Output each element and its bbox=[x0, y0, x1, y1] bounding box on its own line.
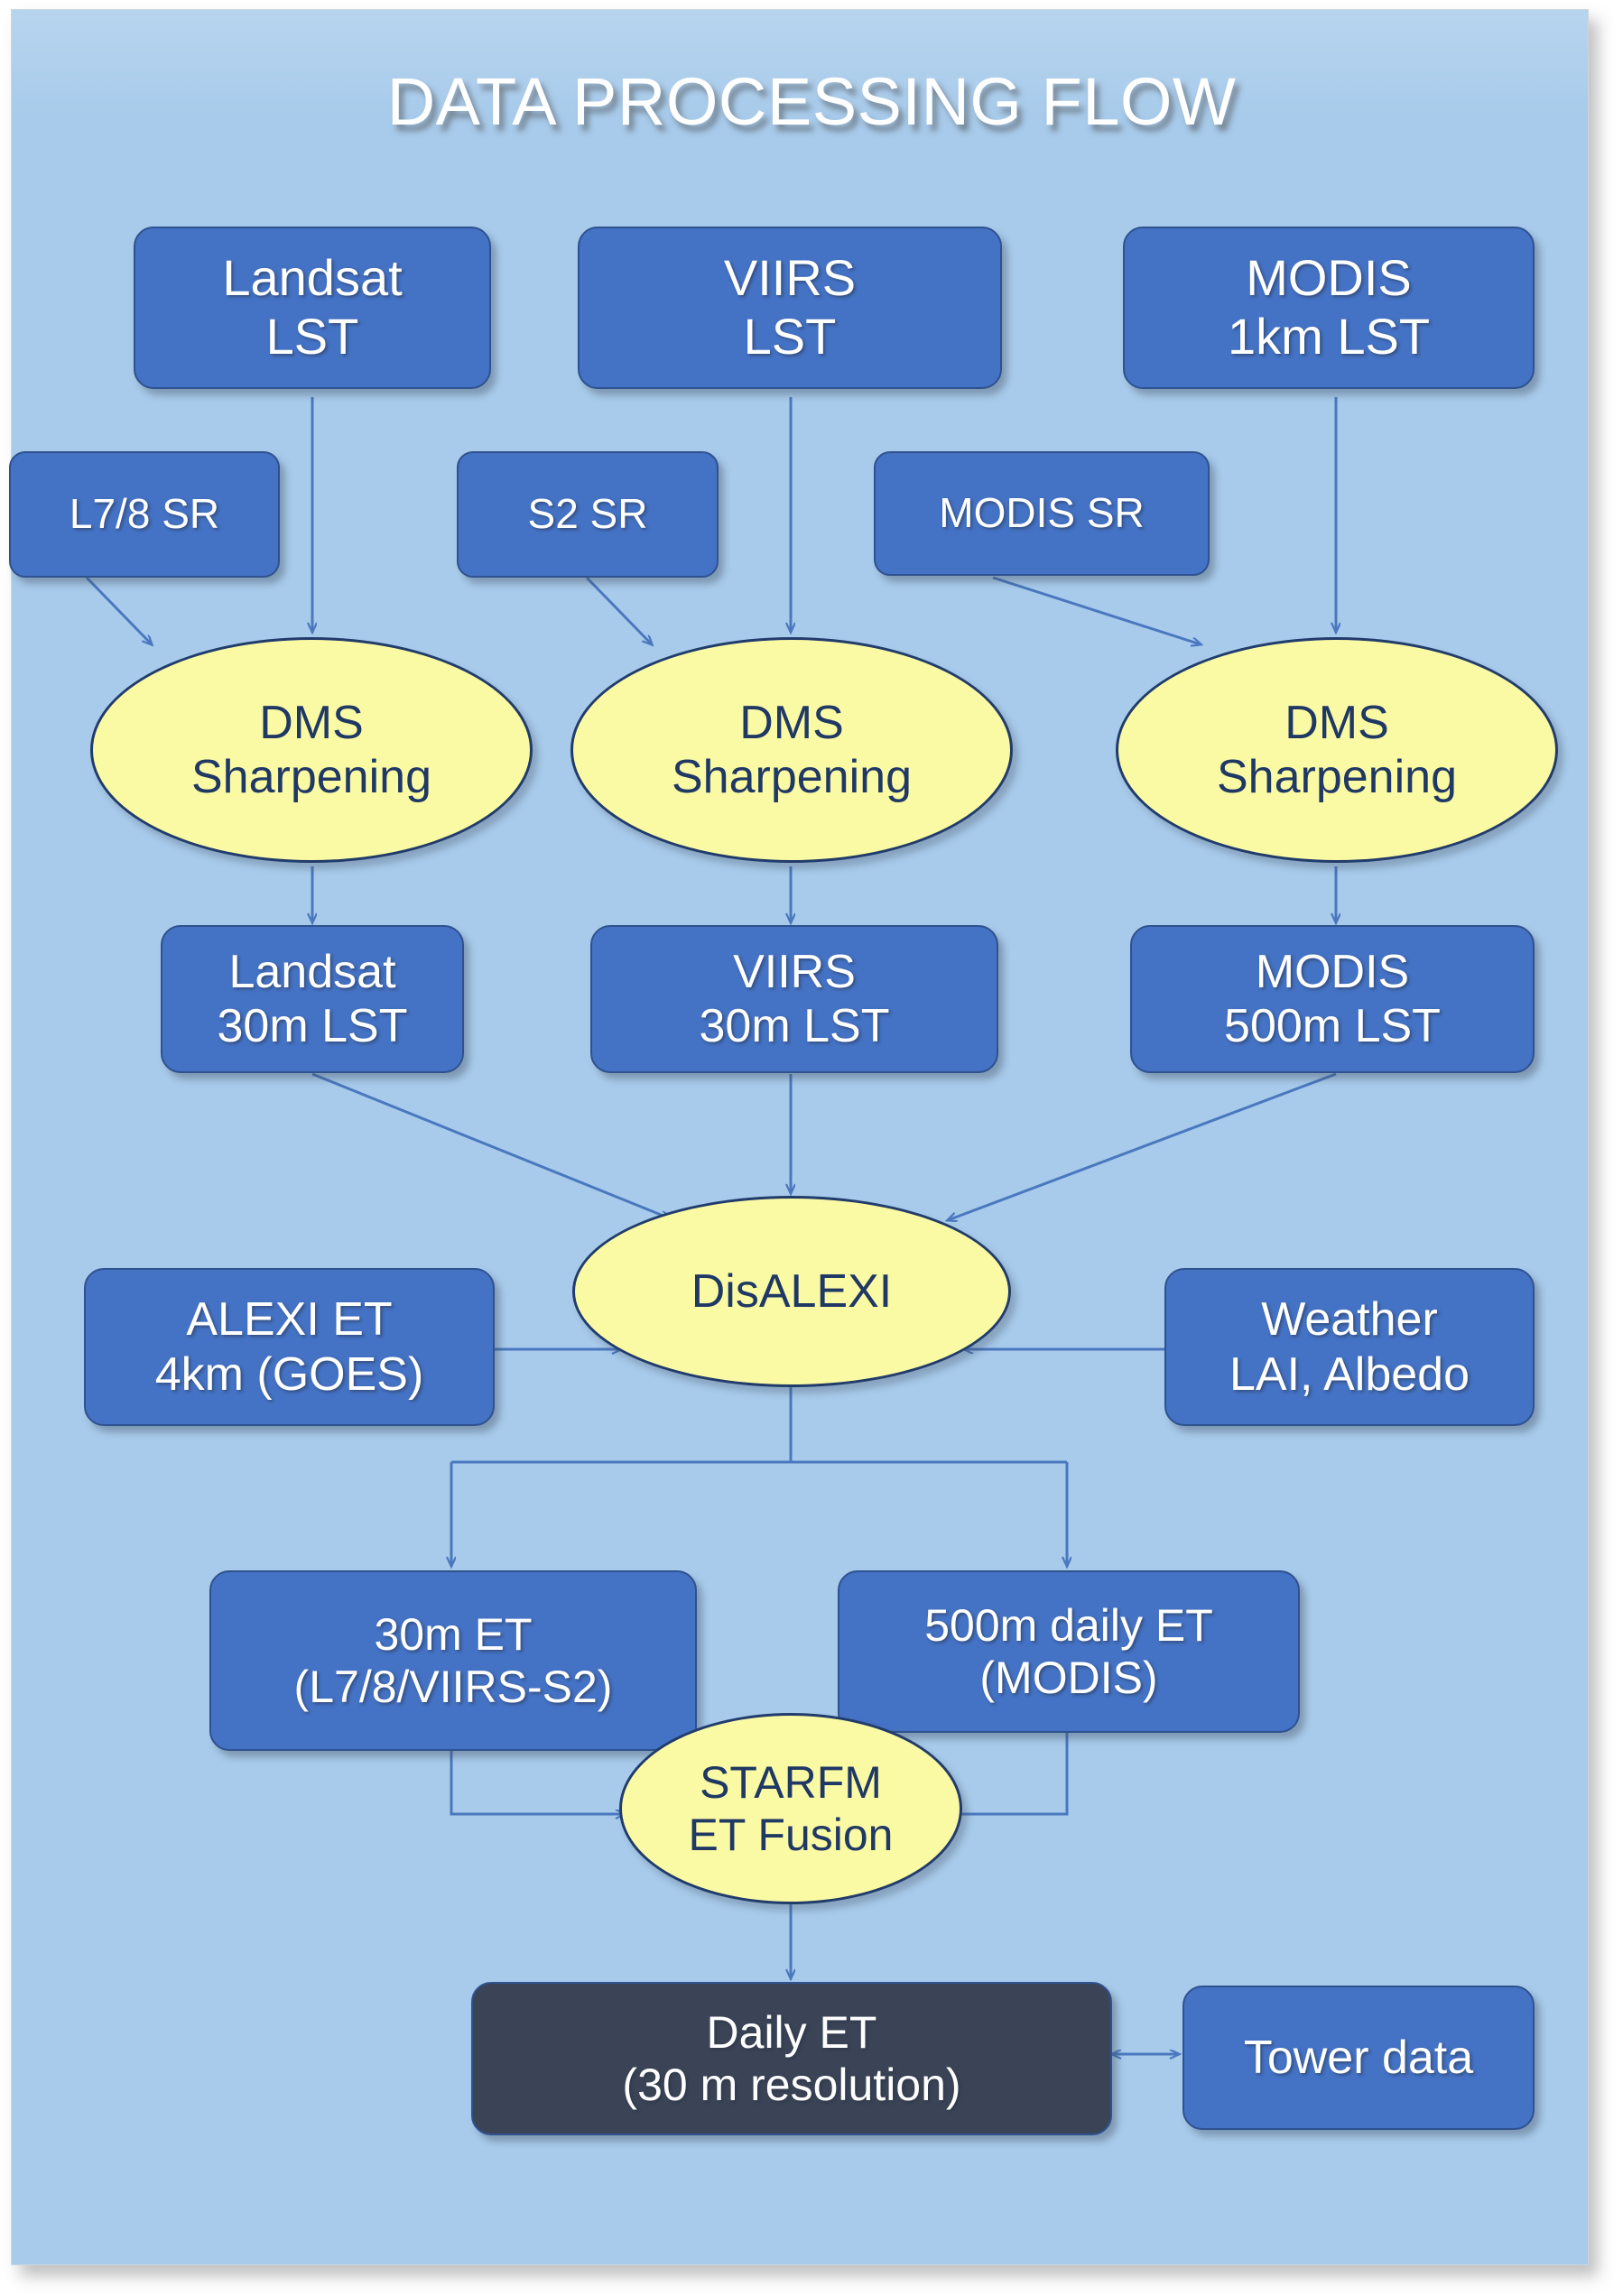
node-modis-1km-lst-line1: MODIS bbox=[1246, 249, 1412, 307]
node-30m-et-line2: (L7/8/VIIRS-S2) bbox=[293, 1662, 613, 1712]
node-landsat-30m-lst-line1: Landsat bbox=[228, 945, 396, 998]
node-modis-sr[interactable]: MODIS SR bbox=[874, 451, 1210, 576]
node-landsat-30m-lst-line2: 30m LST bbox=[217, 1000, 408, 1052]
node-dms-sharpening-right-line2: Sharpening bbox=[1217, 751, 1457, 803]
node-tower-data-label: Tower data bbox=[1243, 2031, 1474, 2084]
node-starfm-line1: STARFM bbox=[700, 1757, 882, 1808]
node-landsat-30m-lst[interactable]: Landsat 30m LST bbox=[161, 925, 464, 1073]
node-disalexi[interactable]: DisALEXI bbox=[572, 1196, 1011, 1387]
node-30m-et[interactable]: 30m ET (L7/8/VIIRS-S2) bbox=[209, 1570, 697, 1751]
node-alexi-et-line1: ALEXI ET bbox=[186, 1293, 393, 1347]
node-daily-et-line2: (30 m resolution) bbox=[622, 2060, 961, 2110]
node-500m-daily-et-line2: (MODIS) bbox=[979, 1653, 1158, 1703]
node-landsat-lst-line2: LST bbox=[265, 308, 359, 365]
node-dms-sharpening-middle[interactable]: DMS Sharpening bbox=[570, 637, 1013, 863]
page-title: DATA PROCESSING FLOW bbox=[386, 64, 1237, 139]
node-viirs-30m-lst[interactable]: VIIRS 30m LST bbox=[590, 925, 998, 1073]
node-alexi-et-line2: 4km (GOES) bbox=[154, 1347, 424, 1401]
node-modis-1km-lst[interactable]: MODIS 1km LST bbox=[1123, 227, 1535, 389]
node-modis-500m-lst-line2: 500m LST bbox=[1224, 1000, 1441, 1052]
node-dms-sharpening-right[interactable]: DMS Sharpening bbox=[1116, 637, 1558, 863]
node-starfm-et-fusion[interactable]: STARFM ET Fusion bbox=[619, 1713, 962, 1904]
node-modis-500m-lst-line1: MODIS bbox=[1255, 945, 1410, 998]
node-modis-sr-label: MODIS SR bbox=[939, 489, 1145, 537]
node-dms-sharpening-middle-line1: DMS bbox=[739, 696, 844, 749]
node-viirs-lst-line2: LST bbox=[743, 308, 837, 365]
node-s2-sr-label: S2 SR bbox=[527, 490, 648, 538]
node-500m-daily-et[interactable]: 500m daily ET (MODIS) bbox=[838, 1570, 1300, 1733]
node-viirs-lst-line1: VIIRS bbox=[723, 249, 857, 307]
node-dms-sharpening-left-line1: DMS bbox=[259, 696, 364, 749]
node-30m-et-line1: 30m ET bbox=[374, 1609, 533, 1660]
node-500m-daily-et-line1: 500m daily ET bbox=[924, 1600, 1213, 1651]
node-daily-et[interactable]: Daily ET (30 m resolution) bbox=[471, 1982, 1112, 2135]
node-viirs-30m-lst-line1: VIIRS bbox=[733, 945, 856, 998]
node-landsat-lst-line1: Landsat bbox=[222, 249, 403, 307]
node-s2-sr[interactable]: S2 SR bbox=[457, 451, 719, 578]
node-disalexi-label: DisALEXI bbox=[691, 1264, 893, 1318]
node-daily-et-line1: Daily ET bbox=[706, 2007, 877, 2058]
node-tower-data[interactable]: Tower data bbox=[1182, 1986, 1535, 2130]
node-dms-sharpening-left[interactable]: DMS Sharpening bbox=[90, 637, 533, 863]
node-weather-line1: Weather bbox=[1261, 1293, 1438, 1347]
node-modis-1km-lst-line2: 1km LST bbox=[1227, 308, 1431, 365]
node-landsat-lst[interactable]: Landsat LST bbox=[134, 227, 491, 389]
node-weather-lai-albedo[interactable]: Weather LAI, Albedo bbox=[1164, 1268, 1535, 1426]
node-dms-sharpening-middle-line2: Sharpening bbox=[672, 751, 912, 803]
node-l78-sr-label: L7/8 SR bbox=[69, 490, 220, 538]
node-viirs-lst[interactable]: VIIRS LST bbox=[578, 227, 1002, 389]
node-weather-line2: LAI, Albedo bbox=[1229, 1347, 1470, 1401]
node-l78-sr[interactable]: L7/8 SR bbox=[9, 451, 280, 578]
node-viirs-30m-lst-line2: 30m LST bbox=[699, 1000, 890, 1052]
node-modis-500m-lst[interactable]: MODIS 500m LST bbox=[1130, 925, 1535, 1073]
node-dms-sharpening-left-line2: Sharpening bbox=[191, 751, 431, 803]
node-alexi-et[interactable]: ALEXI ET 4km (GOES) bbox=[84, 1268, 495, 1426]
node-dms-sharpening-right-line1: DMS bbox=[1284, 696, 1389, 749]
node-starfm-line2: ET Fusion bbox=[688, 1810, 894, 1860]
